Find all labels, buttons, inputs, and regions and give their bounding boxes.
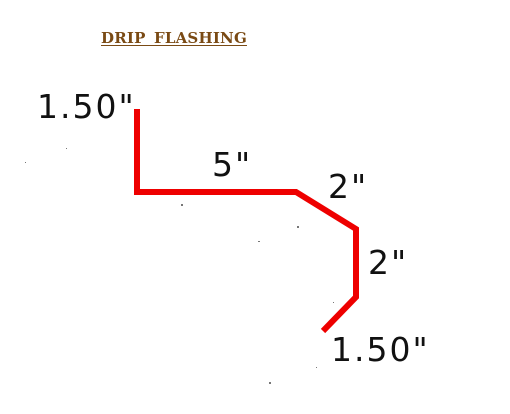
diagram-title: DRIP FLASHING <box>101 29 247 47</box>
flashing-path <box>134 109 359 334</box>
dimension-label-vertical-drop: 2" <box>368 243 409 282</box>
dimension-label-horizontal-run: 5" <box>212 145 253 184</box>
dimension-label-top-flange: 1.50" <box>37 87 136 126</box>
scan-noise-dots <box>25 148 334 384</box>
dimension-label-drip-edge: 1.50" <box>331 330 430 369</box>
dimension-label-diagonal: 2" <box>328 167 369 206</box>
